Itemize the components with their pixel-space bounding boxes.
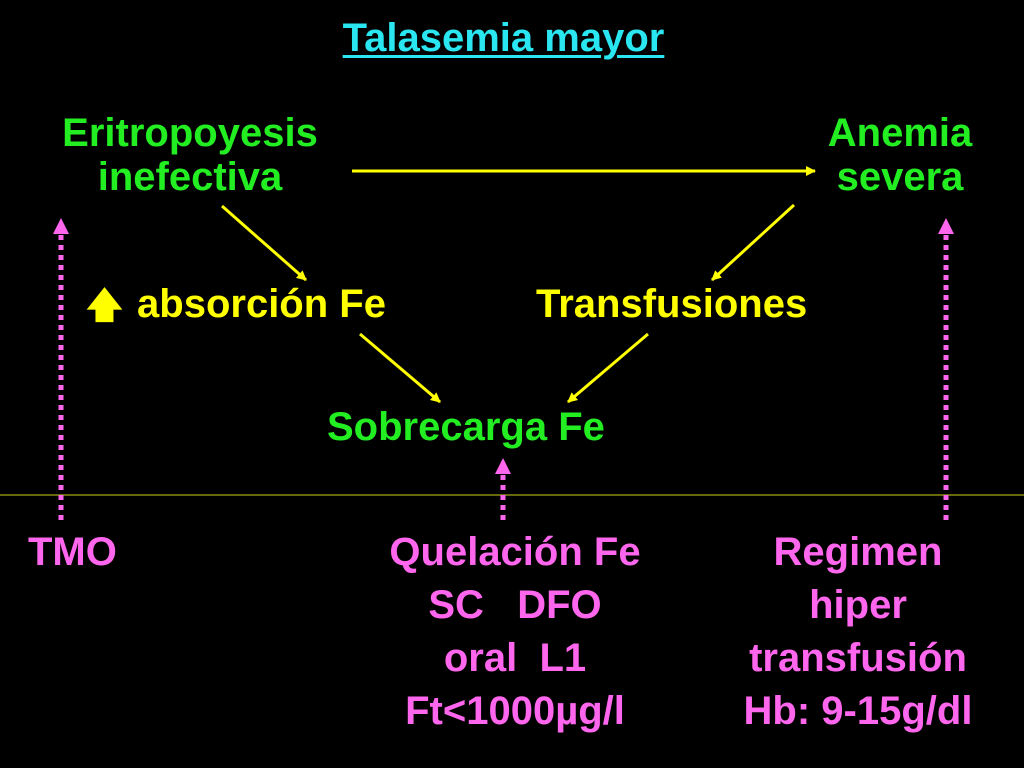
node-eritropoyesis-line2: inefectiva	[97, 155, 283, 199]
node-absorcion-label: absorción Fe	[137, 282, 386, 326]
node-anemia-line1: Anemia	[827, 111, 973, 155]
arrow-anemia-to-transfusiones	[710, 203, 796, 282]
treatment-quelacion-line2: SC DFO	[428, 583, 602, 627]
node-transfusiones: Transfusiones	[536, 282, 808, 326]
treatment-regimen-line4: Hb: 9-15g/dl	[743, 689, 973, 733]
treatment-quelacion-line1: Quelación Fe	[389, 530, 641, 574]
node-sobrecarga: Sobrecarga Fe	[327, 405, 605, 449]
treatment-tmo: TMO	[28, 530, 117, 574]
treatment-regimen-line1: Regimen	[773, 530, 943, 574]
arrow-transfusiones-to-sobrecarga	[567, 332, 649, 404]
arrow-eritropoyesis-to-absorcion	[221, 204, 307, 282]
node-eritropoyesis: Eritropoyesis inefectiva	[0, 113, 380, 197]
treatment-regimen-line3: transfusión	[749, 636, 967, 680]
treatment-regimen: Regimen hiper transfusión Hb: 9-15g/dl	[700, 532, 1016, 731]
node-anemia-line2: severa	[836, 155, 964, 199]
arrow-absorcion-to-sobrecarga	[359, 332, 441, 404]
page-title: Talasemia mayor	[342, 16, 665, 60]
node-eritropoyesis-line1: Eritropoyesis	[62, 111, 318, 155]
treatment-regimen-line2: hiper	[809, 583, 907, 627]
node-anemia: Anemia severa	[780, 113, 1020, 197]
node-absorcion: 🡅 absorción Fe	[86, 284, 386, 324]
up-arrow-icon: 🡅	[86, 285, 124, 326]
treatment-quelacion-line4: Ft<1000µg/l	[405, 689, 625, 733]
treatment-quelacion: Quelación Fe SC DFO oral L1 Ft<1000µg/l	[340, 532, 690, 731]
treatment-quelacion-line3: oral L1	[443, 636, 587, 680]
